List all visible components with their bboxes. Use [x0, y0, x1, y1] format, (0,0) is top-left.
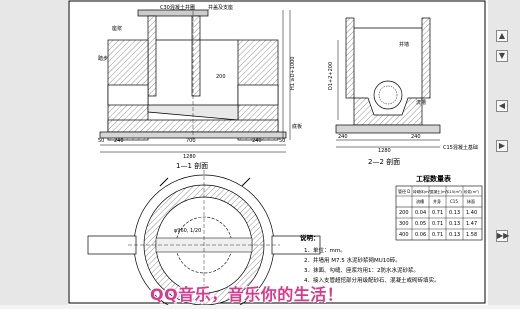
label-sump: 流槽 — [416, 99, 426, 106]
tsh-3: C15 — [450, 199, 458, 204]
label-c15: C15混凝土基础 — [443, 144, 478, 151]
cad-drawing-canvas[interactable]: C30混凝土井圈 井盖及支座 座浆 踏步 底板 50 240 700 240 5… — [68, 0, 488, 309]
next-button[interactable]: ▶ — [496, 140, 508, 152]
section-1-1 — [99, 5, 291, 153]
sheet-border — [68, 0, 486, 304]
td-2-3: 0.13 — [449, 232, 460, 238]
th-3: C15(m³) — [447, 190, 462, 194]
scroll-down-button[interactable]: ▼ — [496, 50, 508, 62]
scroll-up-button[interactable]: ▲ — [496, 30, 508, 42]
drawing-svg: C30混凝土井圈 井盖及支座 座浆 踏步 底板 50 240 700 240 5… — [68, 0, 486, 309]
section-1-1-title: 1—1 剖面 — [176, 161, 208, 170]
note-1: 1．单位：mm。 — [304, 246, 346, 254]
td-1-0: 300 — [399, 221, 409, 227]
tsh-1: 流槽 — [416, 198, 424, 204]
table-title: 工程数量表 — [416, 174, 452, 183]
notes-title: 说明： — [300, 233, 320, 242]
td-0-2: 0.71 — [432, 210, 443, 216]
th-2: 混凝土(m³) — [430, 189, 449, 194]
td-1-3: 0.13 — [449, 221, 460, 227]
td-2-1: 0.06 — [415, 232, 426, 238]
td-2-0: 400 — [399, 232, 409, 238]
qq-music-watermark: QQ音乐，音乐你的生活！ — [150, 285, 344, 304]
td-2-2: 0.71 — [432, 232, 443, 238]
dim-50a: 50 — [98, 138, 104, 144]
td-1-4: 1.47 — [466, 221, 477, 227]
dim-1280: 1280 — [183, 154, 196, 160]
th-4: 砂浆(m³) — [464, 189, 480, 194]
note-3: 3．抹面、勾缝、座浆均用1：2防水水泥砂浆。 — [304, 266, 419, 274]
label-ladder: 踏步 — [98, 55, 108, 62]
section-2-2-title: 2—2 剖面 — [368, 157, 400, 166]
dim-1280-b: 1280 — [378, 148, 391, 154]
fast-forward-button[interactable]: ▶▶ — [496, 230, 510, 242]
dim-700: 700 — [186, 138, 196, 144]
dim-240a: 240 — [114, 138, 124, 144]
tsh-4: 抹面 — [467, 198, 475, 204]
note-4: 4．接入支管超挖部分用级配砂石、混凝土或砌砖填实。 — [304, 276, 440, 284]
dim-240c: 240 — [338, 134, 348, 140]
dim-240b: 240 — [252, 138, 262, 144]
plan-note: φ960, 1/20 — [174, 228, 201, 234]
label-wall: 井墙 — [399, 41, 409, 48]
dim-d1: D1+2+200 — [328, 62, 334, 90]
dim-240d: 240 — [411, 134, 421, 140]
label-masonry: 座浆 — [112, 25, 122, 32]
quantity-table — [395, 185, 483, 241]
tsh-2: 井身 — [433, 198, 441, 204]
section-2-2 — [335, 17, 441, 148]
plan-view — [87, 170, 321, 309]
right-scroll-panel — [488, 0, 520, 305]
label-bottom: 底板 — [292, 123, 302, 130]
td-1-1: 0.05 — [415, 221, 426, 227]
label-c30-cap: C30混凝土井圈 — [160, 4, 195, 11]
td-2-4: 1.58 — [466, 232, 477, 238]
th-0: 管径 D — [398, 188, 410, 194]
left-panel — [0, 0, 68, 305]
note-2: 2．井墙用 M7.5 水泥砂浆砌MU10砖。 — [304, 256, 401, 264]
th-1: 砖砌体(m³) — [413, 189, 432, 194]
td-0-4: 1.40 — [466, 210, 477, 216]
dim-50b: 50 — [279, 138, 285, 144]
td-0-3: 0.13 — [449, 210, 460, 216]
dim-200: 200 — [216, 74, 226, 80]
dim-h1: H1 ≥D+1000 — [290, 57, 296, 90]
prev-button[interactable]: ◀ — [496, 100, 508, 112]
td-1-2: 0.71 — [432, 221, 443, 227]
td-0-1: 0.04 — [415, 210, 426, 216]
td-0-0: 200 — [399, 210, 409, 216]
label-well-cover: 井盖及支座 — [208, 4, 233, 11]
